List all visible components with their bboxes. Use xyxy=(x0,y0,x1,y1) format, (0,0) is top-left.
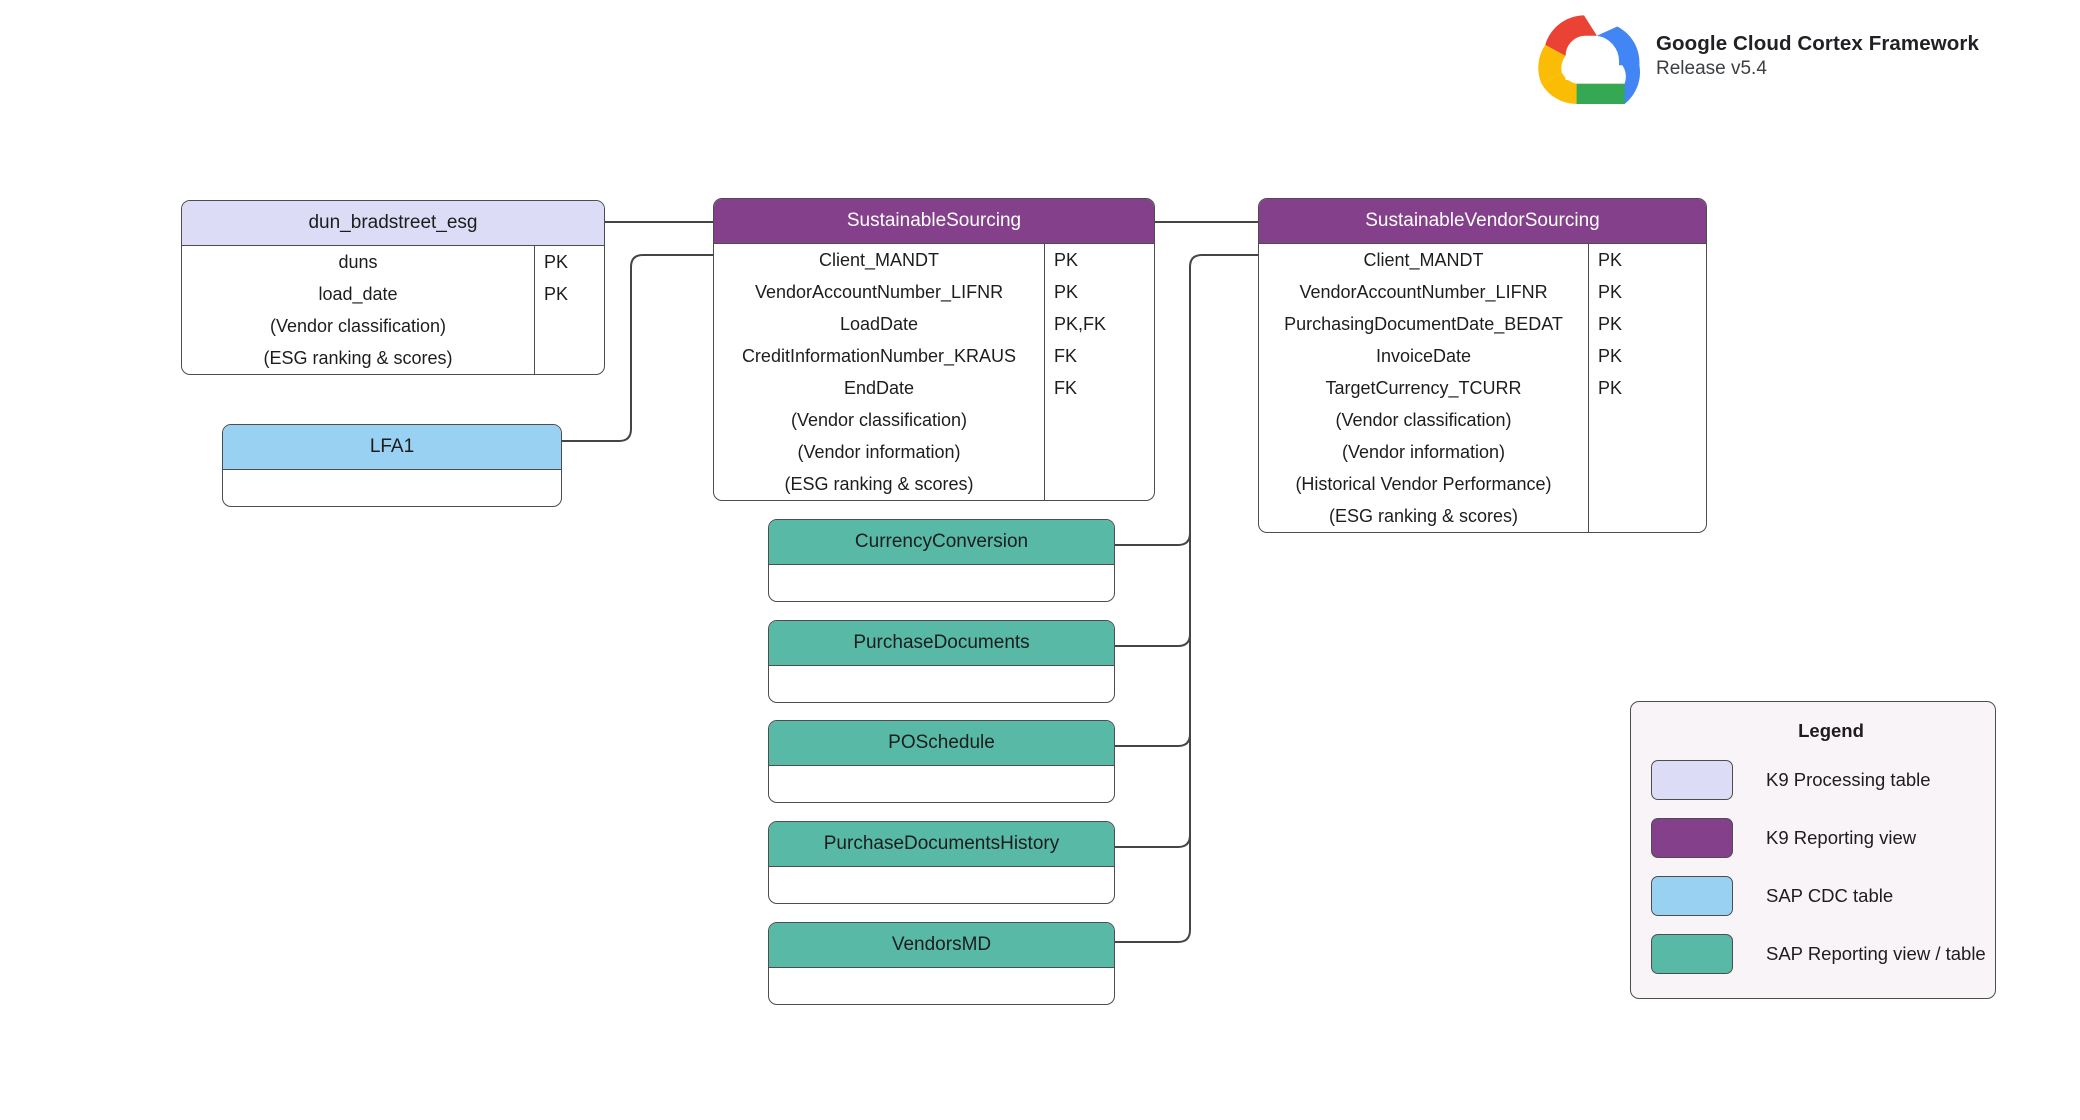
google-cloud-logo-icon xyxy=(1538,15,1640,104)
key-row xyxy=(1589,468,1706,500)
legend-label: SAP CDC table xyxy=(1766,885,1894,906)
brand-text-block: Google Cloud Cortex Framework Release v5… xyxy=(1656,31,1979,82)
entity-title: PurchaseDocuments xyxy=(769,621,1114,666)
key-row: PK xyxy=(544,252,569,272)
entity-key-column: PK PK PK,FK FK FK xyxy=(1044,244,1154,500)
entity-purchase-documents[interactable]: PurchaseDocuments xyxy=(768,620,1115,703)
entity-sustainable-vendor-sourcing[interactable]: SustainableVendorSourcing Client_MANDT V… xyxy=(1258,198,1707,533)
legend-label: SAP Reporting view / table xyxy=(1766,943,1986,964)
entity-body: duns load_date (Vendor classification) (… xyxy=(182,246,604,374)
entity-dun-bradstreet-esg[interactable]: dun_bradstreet_esg duns load_date (Vendo… xyxy=(181,200,605,375)
field-row: load_date xyxy=(318,284,398,304)
entity-title: LFA1 xyxy=(223,425,561,470)
entity-title: SustainableVendorSourcing xyxy=(1259,199,1706,244)
field-row: (ESG ranking & scores) xyxy=(784,474,974,494)
entity-field-column: duns load_date (Vendor classification) (… xyxy=(182,246,534,374)
key-row: PK xyxy=(1598,346,1623,366)
entity-body-empty xyxy=(769,666,1114,702)
entity-title: VendorsMD xyxy=(769,923,1114,968)
field-row: (Vendor information) xyxy=(797,442,961,462)
key-row xyxy=(1589,404,1706,436)
key-row: PK xyxy=(544,284,569,304)
entity-body-empty xyxy=(769,968,1114,1004)
key-row xyxy=(1589,436,1706,468)
entity-key-column: PK PK PK PK PK xyxy=(1588,244,1706,532)
legend-item-k9-reporting-view: K9 Reporting view xyxy=(1631,818,1995,858)
field-row: LoadDate xyxy=(839,314,919,334)
entity-body-empty xyxy=(769,766,1114,802)
entity-vendors-md[interactable]: VendorsMD xyxy=(768,922,1115,1005)
field-row: PurchasingDocumentDate_BEDAT xyxy=(1284,314,1563,334)
entity-body-empty xyxy=(223,470,561,506)
entity-body: Client_MANDT VendorAccountNumber_LIFNR L… xyxy=(714,244,1154,500)
entity-lfa1[interactable]: LFA1 xyxy=(222,424,562,507)
connector-poschedule-to-trunk xyxy=(1115,733,1191,747)
entity-body-empty xyxy=(769,565,1114,601)
field-row: InvoiceDate xyxy=(1375,346,1472,366)
legend-swatch-k9-reporting-view xyxy=(1651,818,1733,858)
key-row: PK,FK xyxy=(1054,314,1107,334)
key-row xyxy=(1045,436,1154,468)
connector-currencyconversion-to-trunk xyxy=(1115,532,1191,546)
key-row: FK xyxy=(1054,378,1078,398)
entity-title: POSchedule xyxy=(769,721,1114,766)
key-row xyxy=(1045,404,1154,436)
key-row: PK xyxy=(1054,282,1079,302)
entity-title: dun_bradstreet_esg xyxy=(182,201,604,246)
legend-swatch-k9-processing-table xyxy=(1651,760,1733,800)
key-row: PK xyxy=(1598,282,1623,302)
field-row: VendorAccountNumber_LIFNR xyxy=(754,282,1004,302)
connector-purchasedocumentshistory-to-trunk xyxy=(1115,834,1191,848)
key-row xyxy=(535,310,604,342)
entity-title: SustainableSourcing xyxy=(714,199,1154,244)
key-row: PK xyxy=(1054,250,1079,270)
legend-label: K9 Processing table xyxy=(1766,769,1931,790)
legend-swatch-sap-cdc-table xyxy=(1651,876,1733,916)
legend-swatch-sap-reporting-view xyxy=(1651,934,1733,974)
entity-title: CurrencyConversion xyxy=(769,520,1114,565)
key-row: PK xyxy=(1598,378,1623,398)
field-row: Client_MANDT xyxy=(818,250,940,270)
entity-po-schedule[interactable]: POSchedule xyxy=(768,720,1115,803)
field-row: Client_MANDT xyxy=(1363,250,1484,270)
field-row: (Historical Vendor Performance) xyxy=(1295,474,1552,494)
field-row: duns xyxy=(338,252,378,272)
brand-header: Google Cloud Cortex Framework Release v5… xyxy=(1528,8,1979,104)
legend-item-sap-cdc-table: SAP CDC table xyxy=(1631,876,1995,916)
key-row xyxy=(1589,500,1706,532)
entity-body-empty xyxy=(769,867,1114,903)
legend-title: Legend xyxy=(1798,720,1864,741)
entity-field-column: Client_MANDT VendorAccountNumber_LIFNR L… xyxy=(714,244,1044,500)
brand-release: Release v5.4 xyxy=(1656,57,1767,79)
legend-panel: Legend K9 Processing table K9 Reporting … xyxy=(1630,701,1996,999)
legend-item-sap-reporting-view: SAP Reporting view / table xyxy=(1631,934,1995,974)
key-row xyxy=(535,342,604,374)
entity-body: Client_MANDT VendorAccountNumber_LIFNR P… xyxy=(1259,244,1706,532)
field-row: CreditInformationNumber_KRAUS xyxy=(741,346,1017,366)
entity-title: PurchaseDocumentsHistory xyxy=(769,822,1114,867)
entity-field-column: Client_MANDT VendorAccountNumber_LIFNR P… xyxy=(1259,244,1588,532)
key-row xyxy=(1045,468,1154,500)
field-row: (Vendor information) xyxy=(1341,442,1506,462)
field-row: (Vendor classification) xyxy=(1335,410,1512,430)
brand-title: Google Cloud Cortex Framework xyxy=(1656,31,1979,55)
field-row: (ESG ranking & scores) xyxy=(263,348,453,368)
field-row: (Vendor classification) xyxy=(790,410,968,430)
entity-currency-conversion[interactable]: CurrencyConversion xyxy=(768,519,1115,602)
connector-purchasedocuments-to-trunk xyxy=(1115,633,1191,647)
entity-sustainable-sourcing[interactable]: SustainableSourcing Client_MANDT VendorA… xyxy=(713,198,1155,501)
field-row: TargetCurrency_TCURR xyxy=(1325,378,1522,398)
field-row: (Vendor classification) xyxy=(269,316,447,336)
field-row: (ESG ranking & scores) xyxy=(1328,506,1519,526)
legend-label: K9 Reporting view xyxy=(1766,827,1917,848)
field-row: EndDate xyxy=(843,378,915,398)
entity-purchase-documents-history[interactable]: PurchaseDocumentsHistory xyxy=(768,821,1115,904)
key-row: PK xyxy=(1598,314,1623,334)
key-row: PK xyxy=(1598,250,1623,270)
field-row: VendorAccountNumber_LIFNR xyxy=(1299,282,1548,302)
legend-item-k9-processing-table: K9 Processing table xyxy=(1631,760,1995,800)
key-row: FK xyxy=(1054,346,1078,366)
entity-key-column: PK PK xyxy=(534,246,604,374)
